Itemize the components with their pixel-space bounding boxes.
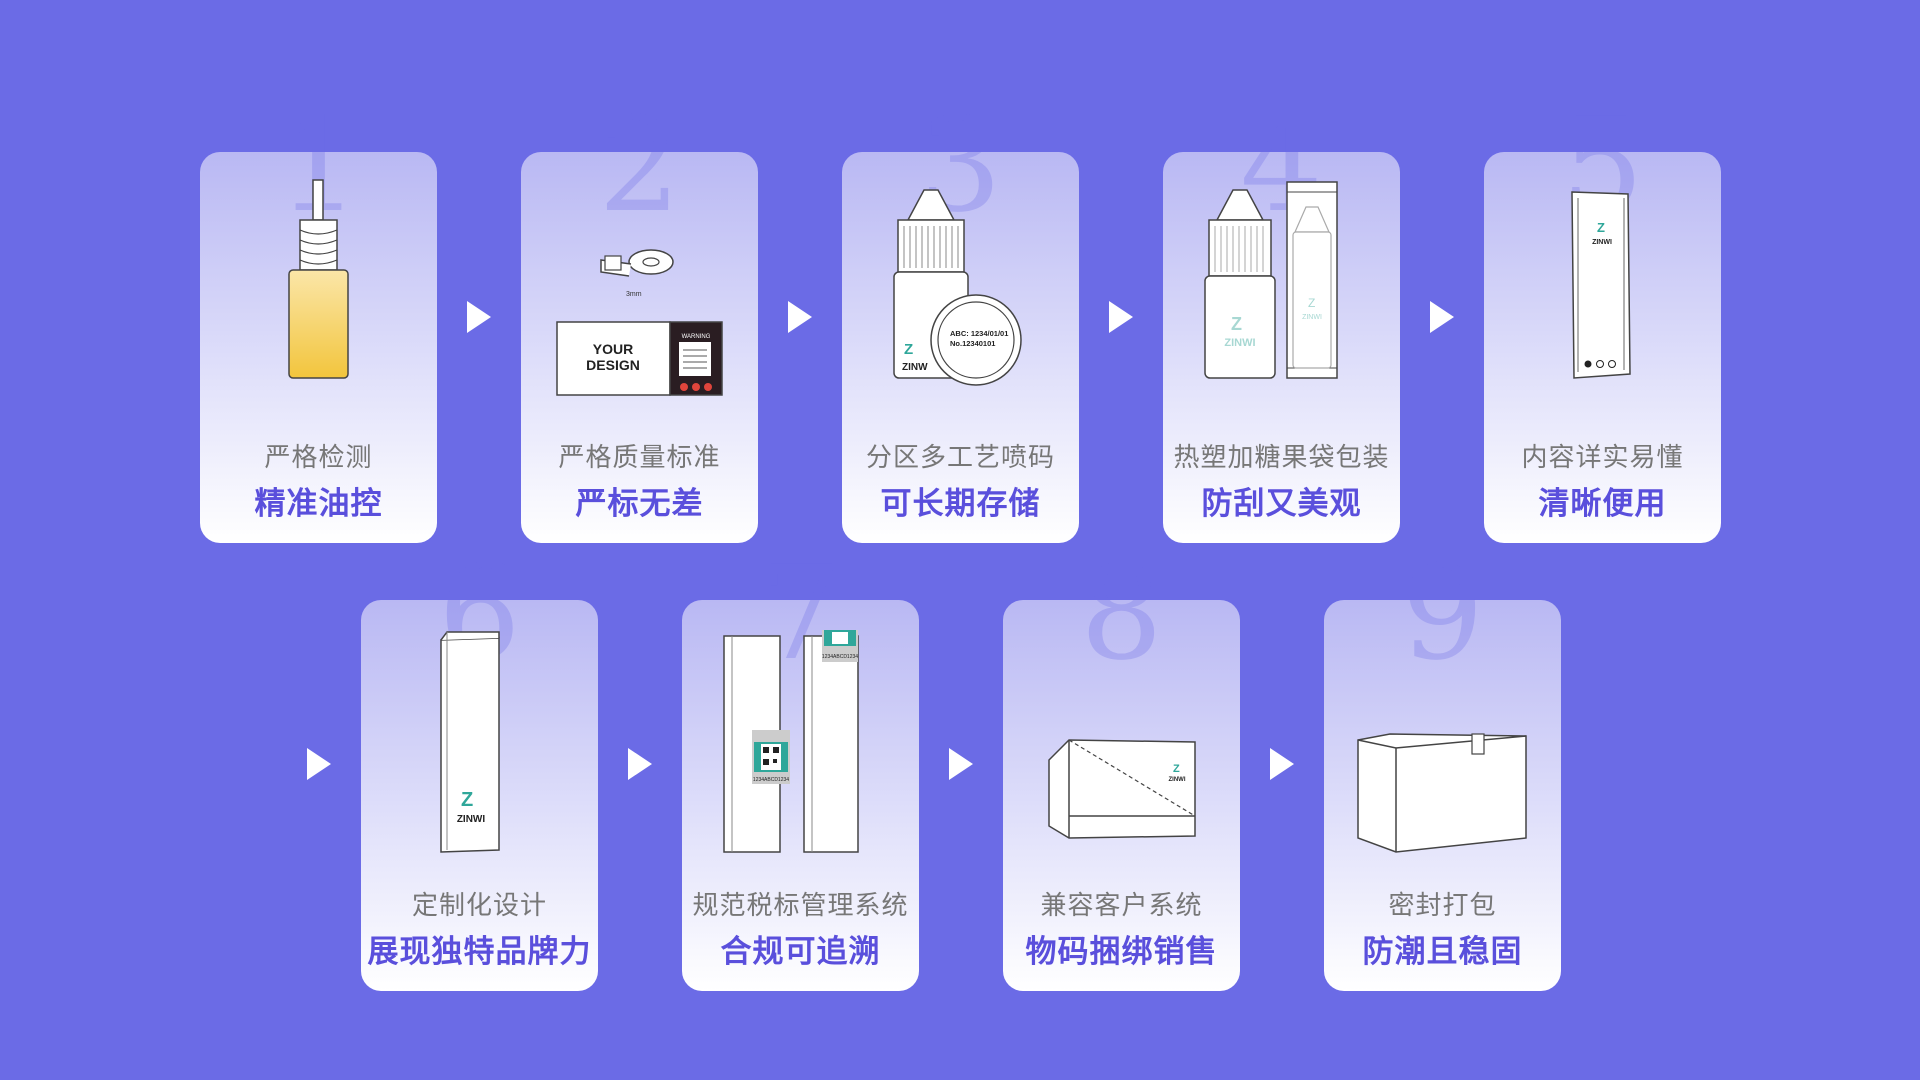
card-title: 物码捆绑销售 [1025, 934, 1218, 970]
card-quality-standard: 2 3mm YOUR DESIGN WARNING 严格质量标准 严标无差 [521, 100, 758, 543]
lid-code-1: ABC: 1234/01/01 [950, 329, 1008, 338]
svg-text:DESIGN: DESIGN [586, 357, 640, 373]
card-title: 清晰便用 [1538, 486, 1667, 522]
svg-text:Z: Z [1597, 220, 1605, 235]
label-design-illustration: 3mm YOUR DESIGN WARNING [521, 172, 758, 442]
card-subtitle: 分区多工艺喷码 [865, 443, 1055, 473]
brand-text: ZINWI [1592, 239, 1612, 246]
card-custom-design: 6 Z ZINWI 定制化设计 展现独特品牌力 [361, 548, 598, 991]
arrow-right-icon [788, 301, 812, 333]
brand-text: ZINWI [1224, 337, 1255, 349]
brand-text: ZINWI [457, 814, 486, 825]
card-title: 防刮又美观 [1201, 486, 1362, 522]
card-code-binding: 8 Z ZINWI 兼容客户系统 物码捆绑销售 [1003, 548, 1240, 991]
card-tax-stamp: 7 1234ABCD1234 1234ABCD1234 规范税标管理系统 合规可… [682, 548, 919, 991]
arrow-right-icon [1430, 301, 1454, 333]
svg-text:YOUR: YOUR [593, 341, 633, 357]
svg-text:ZINWI: ZINWI [1302, 314, 1322, 321]
card-subtitle: 密封打包 [1388, 891, 1497, 921]
card-title: 合规可追溯 [720, 934, 881, 970]
brand-text: ZINW [902, 362, 928, 373]
card-title: 精准油控 [254, 486, 383, 522]
card-title: 严标无差 [575, 486, 704, 522]
card-subtitle: 热塑加糖果袋包装 [1173, 443, 1390, 473]
code-text: 1234ABCD1234 [753, 777, 789, 783]
gift-box-illustration: Z ZINWI [361, 620, 598, 890]
bottle-and-pouch-illustration: Z ZINWI Z ZINWI [1163, 172, 1400, 442]
shipping-box-illustration: Z ZINWI [1003, 620, 1240, 890]
card-subtitle: 内容详实易懂 [1521, 443, 1684, 473]
card-heat-shrink-pack: 4 Z ZINWI Z ZINWI 热塑加糖果袋包装 防刮又美观 [1163, 100, 1400, 543]
bottle-and-lid-illustration: Z ZINW ABC: 1234/01/01 No.12340101 [842, 172, 1079, 442]
svg-text:Z: Z [461, 789, 473, 811]
arrow-right-icon [1109, 301, 1133, 333]
warning-text: WARNING [682, 334, 711, 340]
arrow-right-icon [467, 301, 491, 333]
arrow-right-icon [628, 748, 652, 780]
lid-code-2: No.12340101 [950, 339, 995, 348]
svg-text:Z: Z [1231, 314, 1242, 334]
card-subtitle: 定制化设计 [411, 891, 547, 921]
boxes-with-qr-illustration: 1234ABCD1234 1234ABCD1234 [682, 620, 919, 890]
card-subtitle: 兼容客户系统 [1040, 891, 1203, 921]
arrow-right-icon [307, 748, 331, 780]
svg-text:Z: Z [1308, 296, 1315, 310]
card-subtitle: 规范税标管理系统 [692, 891, 909, 921]
sealed-carton-illustration [1324, 620, 1561, 890]
svg-text:Z: Z [904, 341, 913, 358]
card-subtitle: 严格检测 [264, 443, 373, 473]
tape-label: 3mm [626, 291, 642, 298]
card-title: 防潮且稳固 [1362, 934, 1523, 970]
arrow-right-icon [949, 748, 973, 780]
card-title: 展现独特品牌力 [367, 934, 592, 970]
card-inkjet-coding: 3 Z ZINW ABC: 1234/01/01 No.12340101 分区多… [842, 100, 1079, 543]
card-sealed-pack: 9 密封打包 防潮且稳固 [1324, 548, 1561, 991]
dropper-bottle-illustration [200, 172, 437, 442]
card-subtitle: 严格质量标准 [558, 443, 721, 473]
card-title: 可长期存储 [880, 486, 1041, 522]
card-oil-control: 1 严格检测 精准油控 [200, 100, 437, 543]
folded-leaflet-illustration: Z ZINWI [1484, 172, 1721, 442]
brand-text: ZINWI [1169, 777, 1186, 783]
svg-text:Z: Z [1173, 763, 1180, 775]
svg-text:1234ABCD1234: 1234ABCD1234 [822, 654, 858, 660]
card-leaflet: 5 Z ZINWI 内容详实易懂 清晰便用 [1484, 100, 1721, 543]
arrow-right-icon [1270, 748, 1294, 780]
